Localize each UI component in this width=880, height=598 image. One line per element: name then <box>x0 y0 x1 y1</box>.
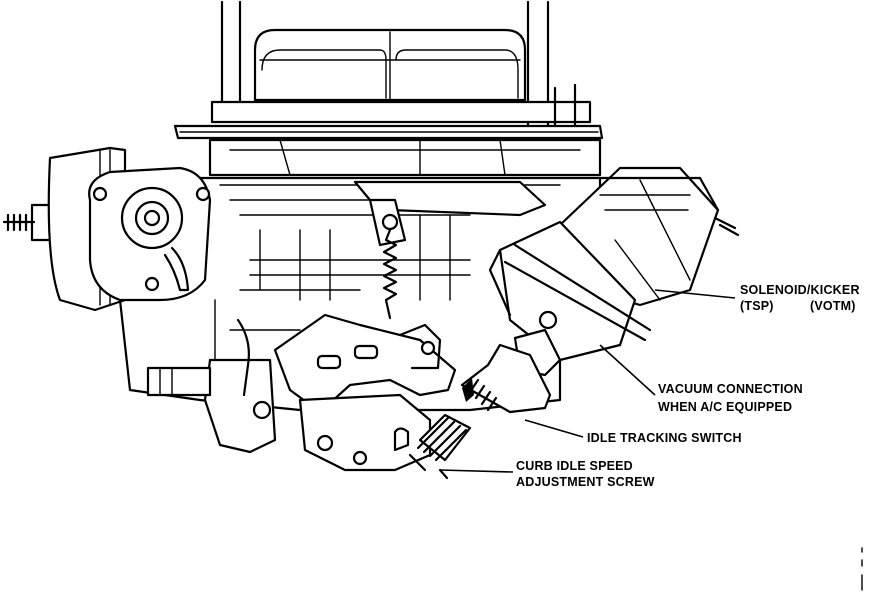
label-vacuum-ac: WHEN A/C EQUIPPED <box>658 400 792 414</box>
label-curb-idle-speed: CURB IDLE SPEED <box>516 459 633 473</box>
carburetor-top-section <box>173 0 604 177</box>
throttle-lever <box>146 313 457 472</box>
label-solenoid-votm: (VOTM) <box>810 299 856 313</box>
solenoid-kicker <box>488 166 740 377</box>
label-idle-tracking-switch: IDLE TRACKING SWITCH <box>587 431 742 445</box>
idle-tracking-switch <box>460 343 552 414</box>
label-solenoid-kicker: SOLENOID/KICKER <box>740 283 860 297</box>
curb-idle-screw <box>408 413 472 480</box>
carburetor-body <box>2 146 602 412</box>
label-vacuum-connection: VACUUM CONNECTION <box>658 382 803 396</box>
label-adjustment-screw: ADJUSTMENT SCREW <box>516 475 655 489</box>
throttle-linkage <box>353 180 547 320</box>
leader-lines <box>439 289 736 473</box>
choke-cap <box>88 166 212 302</box>
label-solenoid-tsp: (TSP) <box>740 299 774 313</box>
